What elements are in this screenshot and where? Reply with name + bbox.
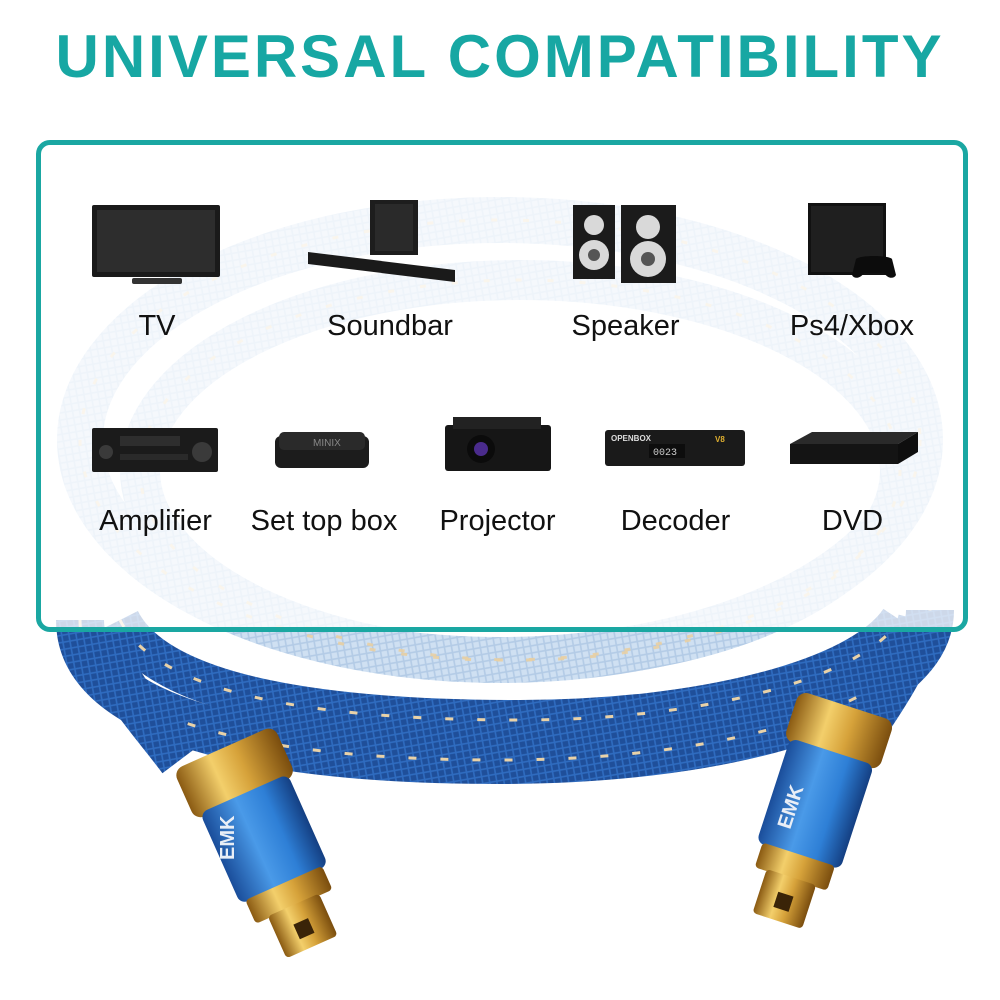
- right-toslink-connector: [753, 693, 893, 928]
- device-label-decoder: Decoder: [620, 505, 731, 537]
- device-amplifier: [92, 428, 220, 478]
- device-soundbar: [305, 200, 455, 290]
- device-label-set-top-box: Set top box: [250, 505, 398, 537]
- device-label-dvd: DVD: [821, 505, 884, 537]
- page-title: UNIVERSAL COMPATIBILITY: [55, 23, 945, 90]
- projector-icon: [445, 417, 551, 471]
- dvd-player-icon: [790, 432, 918, 464]
- svg-text:V8: V8: [715, 435, 725, 444]
- device-dvd-player: [790, 430, 920, 470]
- svg-text:0023: 0023: [653, 448, 677, 459]
- amplifier-icon: [92, 428, 218, 472]
- game-console-icon: [808, 203, 896, 278]
- device-label-speaker: Speaker: [571, 310, 680, 342]
- device-label-soundbar: Soundbar: [327, 310, 453, 342]
- svg-text:MINIX: MINIX: [313, 438, 341, 449]
- device-label-game-console: Ps4/Xbox: [789, 310, 915, 342]
- device-set-top-box: MINIX: [275, 430, 373, 472]
- device-game-console: [808, 203, 898, 283]
- tv-icon: [92, 205, 220, 284]
- decoder-icon: OPENBOX 0023 V8: [605, 430, 745, 466]
- device-projector: [445, 415, 555, 473]
- device-tv: [92, 205, 222, 287]
- svg-text:EMK: EMK: [217, 815, 239, 860]
- svg-text:OPENBOX: OPENBOX: [611, 434, 652, 443]
- device-decoder: OPENBOX 0023 V8: [605, 430, 747, 472]
- left-toslink-connector: [176, 728, 337, 958]
- device-label-tv: TV: [138, 310, 176, 342]
- device-label-amplifier: Amplifier: [99, 505, 212, 537]
- soundbar-icon: [308, 200, 455, 282]
- device-label-projector: Projector: [439, 505, 556, 537]
- device-speaker: [573, 205, 683, 285]
- speaker-icon: [573, 205, 676, 283]
- set-top-box-icon: MINIX: [275, 432, 369, 468]
